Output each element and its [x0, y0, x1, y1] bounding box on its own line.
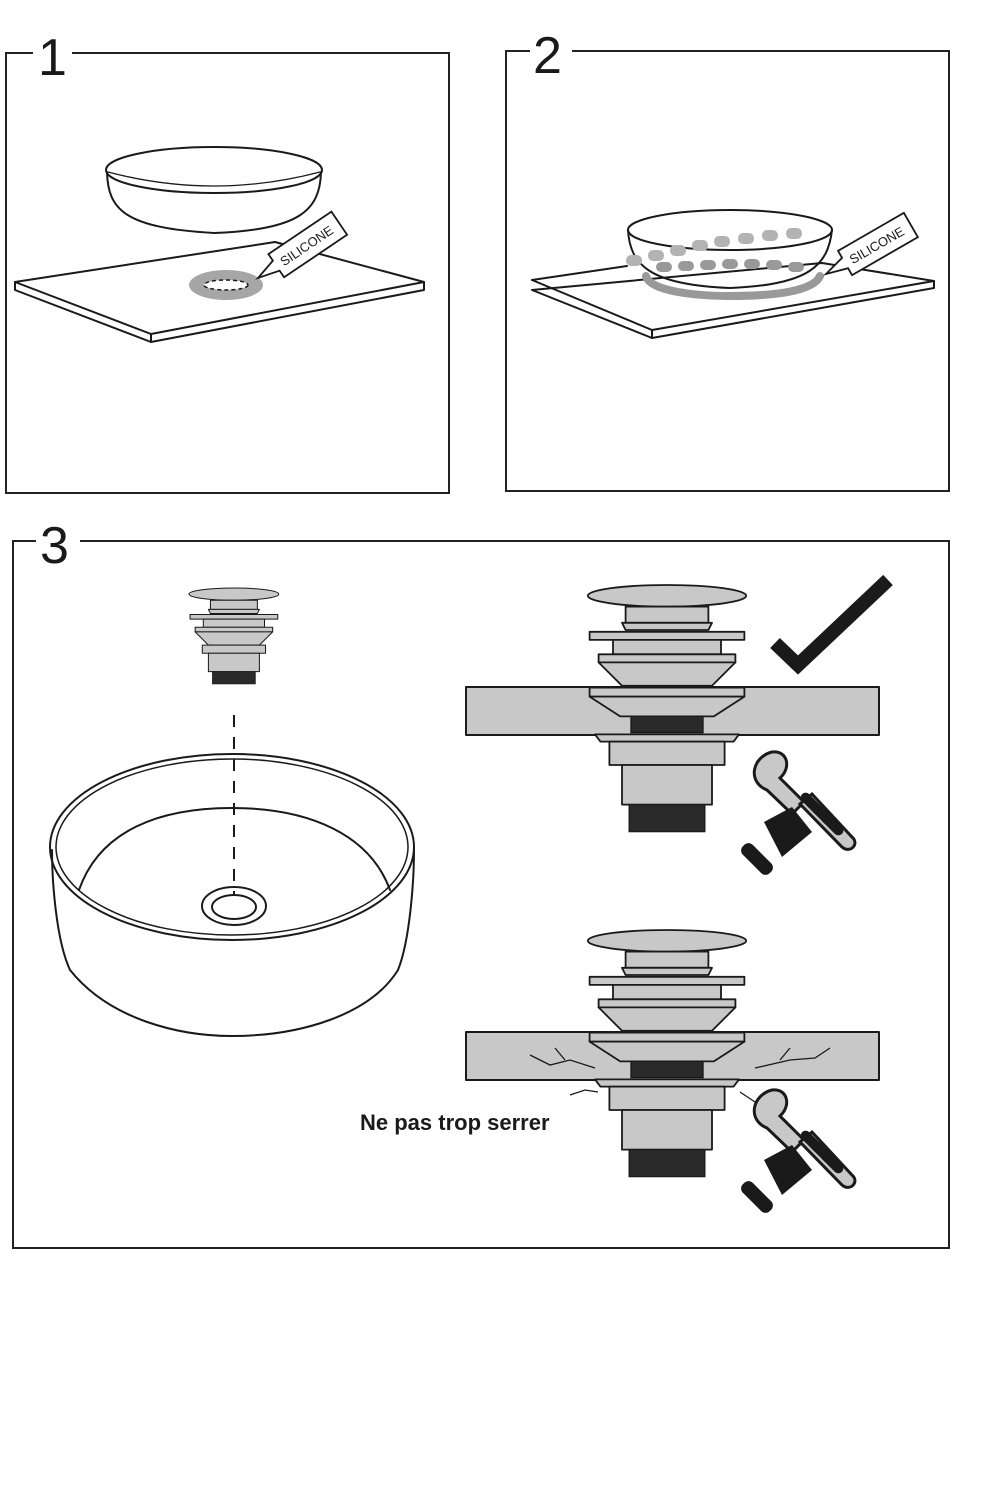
basin-icon — [49, 753, 415, 1037]
silicone-tube-icon: SILICONE — [255, 210, 349, 280]
pop-up-waste-icon — [586, 929, 748, 1178]
warning-text: Ne pas trop serrer — [360, 1110, 550, 1135]
over-tightening-panel: Ne pas trop serrer — [360, 929, 880, 1217]
step-1-frame — [5, 52, 450, 494]
step-1-number: 1 — [38, 29, 67, 87]
basin-icon — [105, 146, 323, 234]
step-3-frame — [12, 540, 950, 1249]
crack-icon — [529, 1047, 831, 1103]
silicone-bead-lower — [656, 259, 804, 272]
wrench-hand-icon — [737, 1088, 857, 1217]
silicone-bead-icon — [626, 228, 802, 266]
countertop-icon — [14, 241, 425, 343]
exploded-view — [49, 587, 415, 1037]
wrench-hand-icon — [737, 750, 857, 879]
correct-tightening-panel — [465, 574, 893, 879]
step-1-panel: 1 SILICONE — [5, 29, 450, 494]
pop-up-waste-icon — [586, 584, 748, 833]
step-2-number: 2 — [533, 27, 562, 85]
step-2-panel: 2 SILICONE — [505, 27, 950, 492]
countertop-icon — [531, 262, 935, 339]
pop-up-waste-icon — [188, 587, 280, 685]
step-2-frame — [505, 50, 950, 492]
basin-icon — [627, 209, 833, 289]
checkmark-icon — [770, 574, 893, 675]
step-3-panel: 3 — [12, 517, 950, 1249]
step-3-number: 3 — [40, 517, 69, 575]
